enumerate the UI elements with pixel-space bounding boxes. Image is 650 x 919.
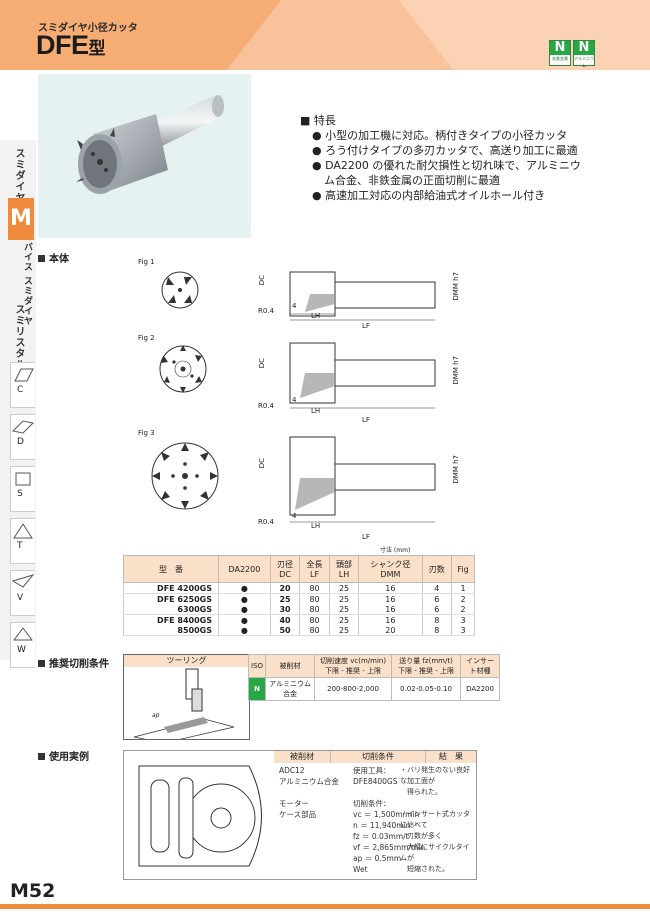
shape-tab-s[interactable]: S [10,466,35,512]
case-material: ADC12 アルミニウム合金 モーター ケース部品 [279,766,339,819]
col-fig: Fig [451,555,475,583]
col-dmm: シャンク径 DMM [358,555,423,583]
unit-note: 寸法 (mm) [380,547,411,554]
fig3-four: 4 [292,512,297,520]
fig2-lf: LF [362,416,370,424]
spec-table: 型 番 DA2200 刃径 DC 全長 LF 頭部 LH シャンク径 DMM 刃… [123,555,475,636]
page-number: M52 [0,878,650,909]
case-col-material: 被削材 [274,751,331,763]
fig1-lf: LF [362,322,370,330]
fig1-dmm: DMM h7 [452,272,460,301]
fig3-side-view [289,436,436,523]
fig1-r: R0.4 [258,307,274,315]
shape-tab-d[interactable]: D [10,414,35,460]
col-feed: 送り量 fz(mm/t)下限 - 推奨 - 上限 [391,654,462,678]
col-material: 被削材 [265,654,316,678]
case-col-conditions: 切削条件 [331,751,426,763]
fig1-four: 4 [292,302,297,310]
col-teeth: 刃数 [421,555,452,583]
fig3-lf: LF [362,533,370,541]
feature-item: ● 小型の加工機に対応。柄付きタイプの小径カッタ [312,129,568,142]
col-lf: 全長 LF [299,555,330,583]
fig2-side-view [289,342,436,409]
ap-label: ap [152,712,160,719]
feature-item: ● 高速加工対応の内部給油式オイルホール付き [312,189,546,202]
fig2-lh: LH [311,407,321,415]
case-study: 被削材 切削条件 結 果 ADC12 アルミニウム合金 モーター ケース部品 使… [123,750,477,880]
fig2-four: 4 [292,396,297,404]
fig2-label: Fig 2 [138,334,155,342]
feature-item: ● ろう付けタイプの多刃カッタで、高送り加工に最適 [312,144,578,157]
tooling-diagram: ツーリング ap [123,654,250,740]
col-grade: DA2200 [218,555,271,583]
feature-item: ム合金、非鉄金属の正面切削に最適 [324,174,500,187]
case-col-results: 結 果 [426,751,476,763]
fig3-label: Fig 3 [138,429,155,437]
fig3-lh: LH [311,522,321,530]
product-photo [38,74,251,238]
fig2-dc: DC [258,358,266,369]
shape-tab-c[interactable]: C [10,362,35,408]
body-heading: 本体 [38,250,69,265]
fig3-r: R0.4 [258,518,274,526]
page-title: DFE型 [36,30,105,60]
fig1-side-view [289,271,436,321]
col-grade: インサート材種 [460,654,501,678]
col-speed: 切削速度 vc(m/min)下限 - 推奨 - 上限 [314,654,393,678]
fig3-dmm: DMM h7 [452,455,460,484]
col-iso: ISO [247,654,267,678]
sidebar-item-sumicrystal[interactable]: スミリスタル [13,304,24,370]
product-subtitle: スミダイヤ小径カッタ [38,23,138,34]
fig3-front-view [151,442,219,510]
col-lh: 頭部 LH [328,555,360,583]
case-heading: 使用実例 [38,748,89,763]
tooling-label: ツーリング [124,655,249,667]
case-conditions: 使用工具： DFE8400GS 切削条件： vc ＝ 1,500m/min n … [353,766,426,874]
table-row: N アルミニウム合金 200-800-2,000 0.02-0.05-0.10 … [247,677,501,701]
sidebar-item-bite[interactable]: バイス スミダイヤ [22,242,32,327]
conditions-heading: 推奨切削条件 [38,655,109,670]
conditions-table: ISO 被削材 切削速度 vc(m/min)下限 - 推奨 - 上限 送り量 f… [247,654,501,701]
fig1-front-view [161,271,199,309]
fig2-dmm: DMM h7 [452,356,460,385]
col-model: 型 番 [123,555,219,583]
fig2-front-view [159,345,207,393]
fig1-lh: LH [311,312,321,320]
workpiece-drawing [138,765,262,867]
fig2-r: R0.4 [258,402,274,410]
feature-item: ● DA2200 の優れた耐欠損性と切れ味で、アルミニウ [312,159,581,172]
fig3-dc: DC [258,458,266,469]
shape-tab-t[interactable]: T [10,518,35,564]
features-heading: ■ 特長 [300,114,336,127]
shape-tab-v[interactable]: V [10,570,35,616]
sidebar-tab-m[interactable]: M [8,198,34,240]
col-dc: 刃径 DC [269,555,301,583]
shape-tab-w[interactable]: W [10,622,35,668]
case-results: ・バリ発生のない良好な加工面が 得られた。 ・インサート式カッタに比べて 刃数が… [400,766,470,873]
fig1-dc: DC [258,275,266,286]
fig1-label: Fig 1 [138,258,155,266]
sidebar-item-sumidia[interactable]: スミダイヤ [13,148,24,203]
header-banner [0,0,650,70]
